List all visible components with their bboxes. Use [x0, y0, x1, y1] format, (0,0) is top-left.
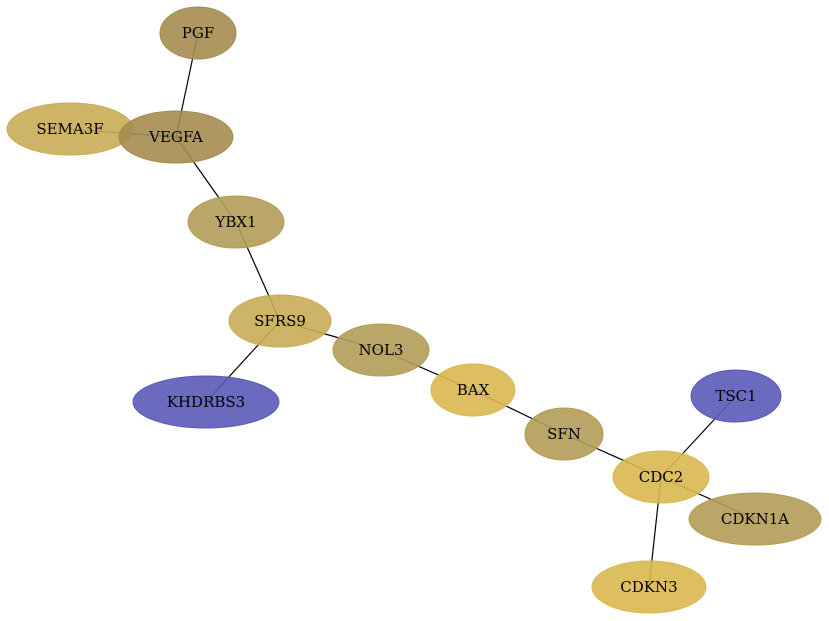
node-shape-khdrbs3[interactable]	[132, 375, 280, 429]
node-label-sema3f: SEMA3F	[36, 120, 103, 138]
node-label-pgf: PGF	[182, 24, 214, 42]
node-shape-pgf[interactable]	[159, 6, 237, 60]
node-khdrbs3[interactable]: KHDRBS3	[132, 375, 280, 429]
node-shape-ybx1[interactable]	[187, 195, 285, 249]
node-shape-cdc2[interactable]	[612, 450, 710, 504]
node-sfn[interactable]: SFN	[524, 407, 604, 461]
node-shape-sfrs9[interactable]	[228, 294, 332, 348]
node-bax[interactable]: BAX	[430, 363, 516, 417]
node-label-khdrbs3: KHDRBS3	[167, 393, 245, 411]
node-shape-cdkn1a[interactable]	[688, 492, 822, 546]
node-label-cdc2: CDC2	[639, 468, 684, 486]
node-tsc1[interactable]: TSC1	[690, 369, 782, 423]
node-shape-tsc1[interactable]	[690, 369, 782, 423]
node-label-vegfa: VEGFA	[148, 128, 203, 146]
node-label-sfrs9: SFRS9	[254, 312, 306, 330]
node-label-bax: BAX	[457, 381, 490, 399]
node-shape-sfn[interactable]	[524, 407, 604, 461]
node-label-nol3: NOL3	[359, 341, 404, 359]
node-label-cdkn1a: CDKN1A	[721, 510, 789, 528]
node-ybx1[interactable]: YBX1	[187, 195, 285, 249]
node-sema3f[interactable]: SEMA3F	[6, 102, 134, 156]
node-label-tsc1: TSC1	[715, 387, 756, 405]
node-cdkn1a[interactable]: CDKN1A	[688, 492, 822, 546]
node-shape-vegfa[interactable]	[118, 110, 234, 164]
node-shape-bax[interactable]	[430, 363, 516, 417]
node-cdkn3[interactable]: CDKN3	[591, 560, 707, 614]
node-sfrs9[interactable]: SFRS9	[228, 294, 332, 348]
node-nol3[interactable]: NOL3	[332, 323, 430, 377]
node-shape-nol3[interactable]	[332, 323, 430, 377]
node-label-cdkn3: CDKN3	[620, 578, 677, 596]
node-vegfa[interactable]: VEGFA	[118, 110, 234, 164]
node-label-ybx1: YBX1	[214, 213, 256, 231]
node-pgf[interactable]: PGF	[159, 6, 237, 60]
node-cdc2[interactable]: CDC2	[612, 450, 710, 504]
node-label-sfn: SFN	[547, 425, 581, 443]
node-shape-cdkn3[interactable]	[591, 560, 707, 614]
